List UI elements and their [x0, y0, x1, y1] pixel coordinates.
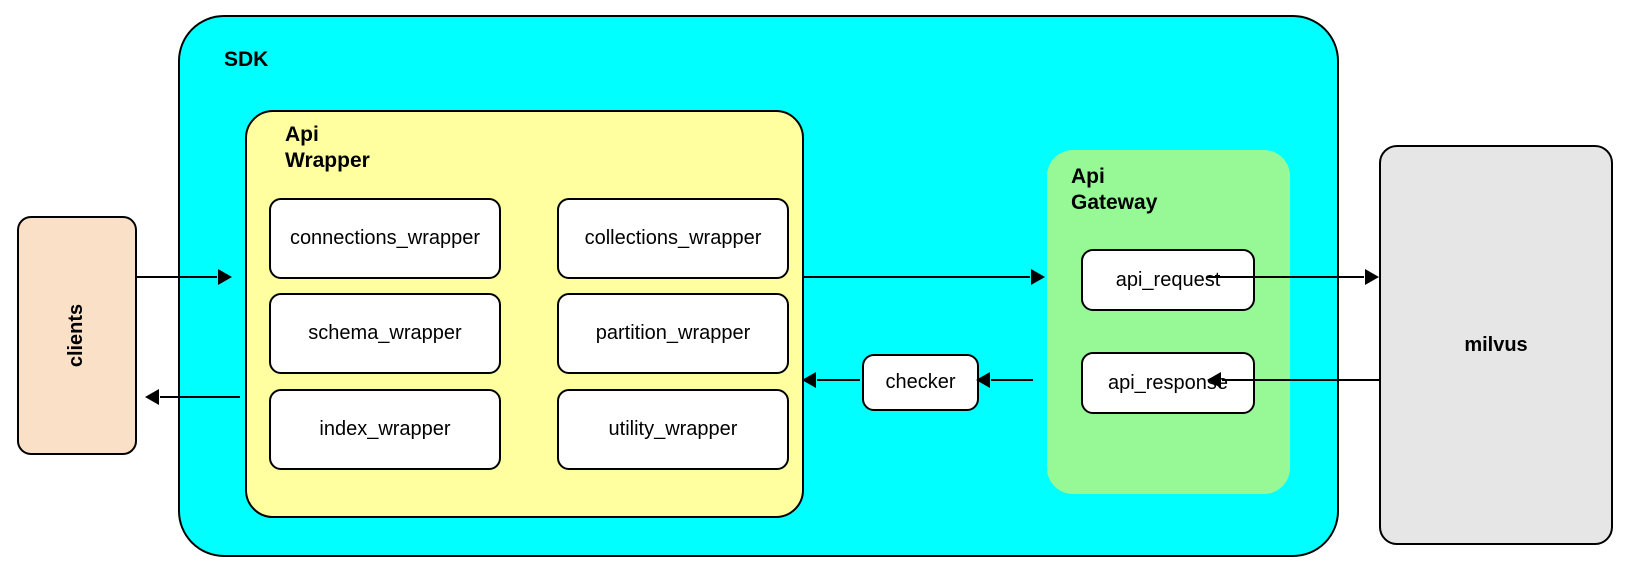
edge-checker-to-api-wrapper [817, 379, 860, 381]
node-milvus[interactable]: milvus [1379, 145, 1613, 545]
node-checker[interactable]: checker [862, 354, 979, 411]
node-clients-label: clients [65, 303, 88, 368]
edge-api-wrapper-to-api-request [802, 276, 1030, 278]
edge-clients-to-api-wrapper [137, 276, 217, 278]
container-api-wrapper-label: Api Wrapper [285, 123, 370, 172]
container-sdk-label: SDK [224, 48, 269, 71]
edge-api-request-to-milvus [1207, 276, 1364, 278]
edge-sdk-to-clients [160, 396, 240, 398]
node-clients[interactable]: clients [17, 216, 137, 455]
node-utility-wrapper[interactable]: utility_wrapper [557, 389, 789, 470]
edge-api-response-to-checker [991, 379, 1033, 381]
container-api-wrapper[interactable]: Api Wrapper connections_wrapper collecti… [245, 110, 804, 518]
node-schema-wrapper[interactable]: schema_wrapper [269, 293, 501, 374]
node-connections-wrapper[interactable]: connections_wrapper [269, 198, 501, 279]
node-index-wrapper[interactable]: index_wrapper [269, 389, 501, 470]
container-sdk[interactable]: SDK Api Wrapper connections_wrapper coll… [178, 15, 1339, 557]
node-partition-wrapper[interactable]: partition_wrapper [557, 293, 789, 374]
container-api-gateway-label: Api Gateway [1071, 165, 1158, 214]
node-api-response[interactable]: api_response [1081, 352, 1255, 414]
node-api-request[interactable]: api_request [1081, 249, 1255, 311]
node-collections-wrapper[interactable]: collections_wrapper [557, 198, 789, 279]
edge-milvus-to-api-response [1222, 379, 1379, 381]
container-api-gateway[interactable]: Api Gateway api_request api_response [1047, 150, 1290, 494]
